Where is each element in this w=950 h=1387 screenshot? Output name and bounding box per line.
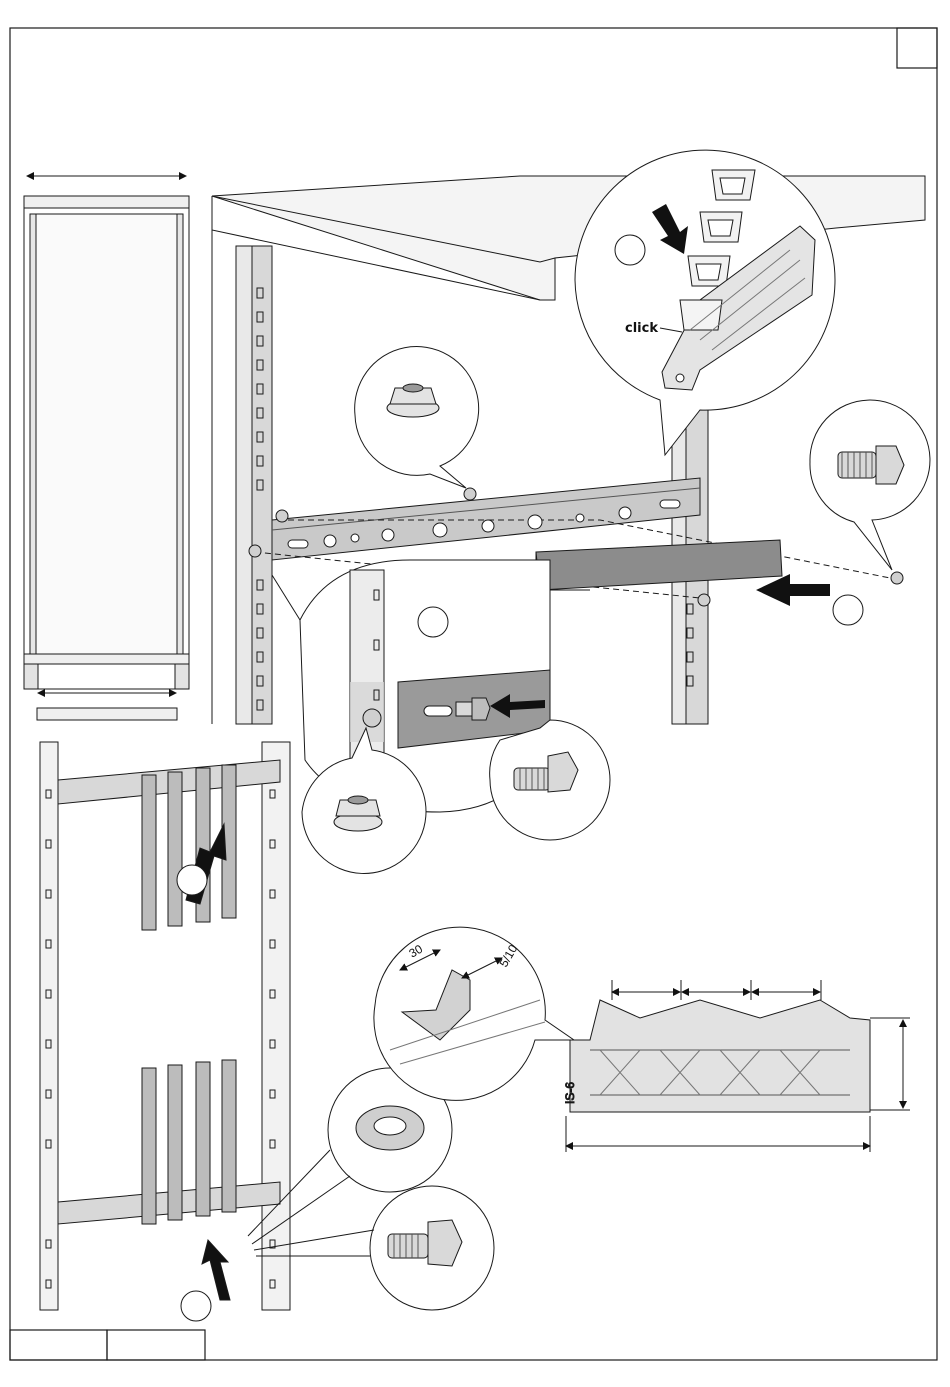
flange-nut-icon-2	[334, 796, 382, 831]
step-circle-b	[833, 595, 863, 625]
step-circle-e	[181, 1291, 211, 1321]
zoom-bubble-profile: 30 5/10	[374, 927, 574, 1100]
cable-holder-side-view: IS-6	[563, 980, 910, 1152]
hex-bolt-icon	[838, 446, 904, 484]
step-circle-d	[177, 865, 207, 895]
washer-icon	[356, 1106, 424, 1150]
part-mark: IS-6	[563, 1082, 577, 1104]
side-frame-vertical-rails	[40, 742, 290, 1310]
step-circle-c	[418, 607, 448, 637]
push-arrow-bracket	[756, 574, 863, 625]
step-circle-a	[615, 235, 645, 265]
click-label: click	[625, 321, 658, 336]
zoom-bubble-nut-top	[355, 347, 479, 488]
cable-clip-middle	[700, 212, 742, 242]
cabinet-frame-overview	[24, 176, 189, 720]
title-block	[10, 1330, 205, 1360]
flange-nut-icon	[387, 384, 439, 417]
zoom-bubble-cable-holder: click	[575, 150, 835, 455]
page-number-box	[897, 28, 937, 68]
cable-clip-top	[712, 170, 755, 200]
plinth-rail	[37, 708, 177, 720]
cable-clip-bottom	[688, 256, 730, 286]
zoom-bubble-bolt-right	[810, 400, 930, 570]
zoom-bubble-bolt-detail	[490, 720, 610, 840]
